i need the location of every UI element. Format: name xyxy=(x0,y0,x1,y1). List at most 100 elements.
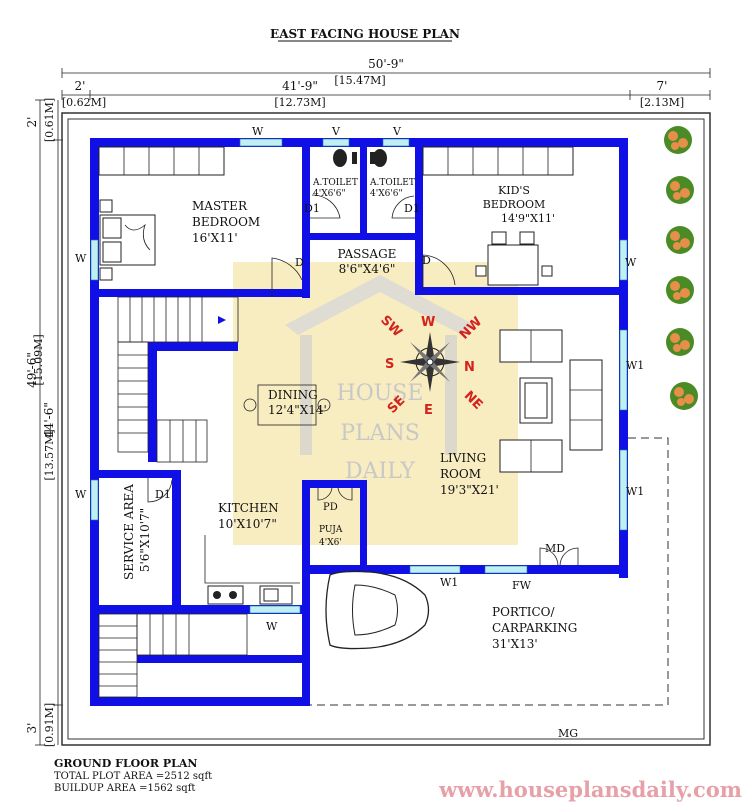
plant-row xyxy=(664,126,698,410)
kids-bedroom-label-2: BEDROOM xyxy=(483,198,546,211)
watermark-line-1: HOUSE xyxy=(337,381,424,406)
watermark-line-2: PLANS xyxy=(340,421,420,446)
compass-rose xyxy=(400,332,460,392)
label-fw: FW xyxy=(512,579,532,592)
built-width-m: [12.73M] xyxy=(274,96,325,109)
right-margin-m: [2.13M] xyxy=(640,96,684,109)
built-depth-m: [13.57M] xyxy=(43,429,56,480)
passage-label: PASSAGE xyxy=(338,247,397,261)
french-window xyxy=(484,565,528,574)
kids-door-swing xyxy=(422,254,456,290)
staircase-upper xyxy=(117,296,239,463)
staircase-lower xyxy=(98,613,248,698)
service-window xyxy=(90,479,99,521)
service-door-swing xyxy=(147,478,173,503)
label-mg: MG xyxy=(558,727,578,740)
label-d-kids: D xyxy=(422,254,431,267)
watermark: HOUSE PLANS DAILY xyxy=(233,262,518,545)
label-v-right: V xyxy=(392,125,402,138)
plot-boundary xyxy=(61,112,711,746)
bottom-margin-ft: 3' xyxy=(25,723,39,734)
compass-w: W xyxy=(421,315,435,330)
service-area-size: 5'6"X10'7" xyxy=(138,508,152,572)
doors xyxy=(147,194,579,567)
living-window-upper xyxy=(619,329,628,411)
master-wardrobe xyxy=(98,146,225,176)
horizontal-dimensions: 50'-9" [15.47M] 2' [0.62M] 41'-9" [12.73… xyxy=(61,57,711,109)
plot-boundary-inner xyxy=(67,118,705,740)
label-w1-lower: W1 xyxy=(626,485,644,498)
living-bottom-window xyxy=(409,565,461,574)
service-area-label: SERVICE AREA xyxy=(122,484,136,580)
right-margin-ft: 7' xyxy=(657,79,668,93)
vertical-dimensions: 49'-6" [15.09M] 2' [0.61M] 44'-6" [13.57… xyxy=(25,98,63,747)
dining-size: 12'4"X14' xyxy=(268,403,327,417)
built-depth-ft: 44'-6" xyxy=(42,402,56,438)
main-door-swing xyxy=(539,547,579,567)
overall-width-m: [15.47M] xyxy=(334,74,385,87)
toilet-right-size: 4'X6'6" xyxy=(370,189,403,199)
master-bedroom-label-1: MASTER xyxy=(192,199,248,213)
portico-label-1: PORTICO/ xyxy=(492,605,556,619)
living-label-1: LIVING xyxy=(440,451,486,465)
watermark-line-3: DAILY xyxy=(345,459,415,484)
puja-door-swing xyxy=(317,487,353,501)
kids-bed xyxy=(475,231,553,286)
dining-table xyxy=(243,384,331,426)
kitchen-label: KITCHEN xyxy=(218,501,279,515)
living-label-2: ROOM xyxy=(440,467,481,481)
compass-e: E xyxy=(424,403,433,418)
label-md: MD xyxy=(545,542,565,555)
windows xyxy=(90,138,628,614)
puja-size: 4'X6' xyxy=(319,538,342,548)
label-w-service: W xyxy=(75,488,87,501)
label-w-master-left: W xyxy=(75,252,87,265)
label-d1-toilet-right: D1 xyxy=(404,202,420,215)
label-d-master: D xyxy=(295,256,304,269)
portico-label-2: CARPARKING xyxy=(492,621,577,635)
left-margin-ft: 2' xyxy=(75,79,86,93)
kids-wardrobe xyxy=(422,146,574,176)
toilet-right-label: A.TOILET xyxy=(369,178,415,188)
master-door-swing xyxy=(271,257,303,297)
toilet-left-ventilator xyxy=(322,138,350,147)
kitchen-bottom-window xyxy=(249,605,301,614)
portico-size: 31'X13' xyxy=(492,637,538,651)
toilet-left-label: A.TOILET xyxy=(312,178,358,188)
toilets-fixtures xyxy=(333,149,387,167)
built-width-ft: 41'-9" xyxy=(282,79,318,93)
label-d1-service: D1 xyxy=(155,488,171,501)
puja-label: PUJA xyxy=(319,525,343,535)
toilet-right-ventilator xyxy=(382,138,410,147)
label-w1-bottom: W1 xyxy=(440,576,458,589)
master-bedroom-size: 16'X11' xyxy=(192,231,238,245)
passage-size: 8'6"X4'6" xyxy=(339,262,396,276)
overall-width-ft: 50'-9" xyxy=(368,57,404,71)
kitchen-counter xyxy=(204,535,300,605)
footer-buildup-area: BUILDUP AREA =1562 sqft xyxy=(54,783,195,794)
portico-outline xyxy=(310,437,669,706)
label-w-kids-right: W xyxy=(625,256,637,269)
label-w-kitchen: W xyxy=(266,620,278,633)
master-top-window xyxy=(239,138,283,147)
living-window-lower xyxy=(619,449,628,531)
kids-bedroom-size: 14'9"X11' xyxy=(501,212,555,225)
label-pd: PD xyxy=(323,502,338,513)
kids-bedroom-label-1: KID'S xyxy=(498,184,530,197)
top-margin-ft: 2' xyxy=(25,117,39,128)
living-size: 19'3"X21' xyxy=(440,483,499,497)
master-bed xyxy=(99,199,156,281)
label-v-left: V xyxy=(331,125,341,138)
label-w-master-top: W xyxy=(252,125,264,138)
bottom-margin-m: [0.91M] xyxy=(43,703,56,747)
kitchen-size: 10'X10'7" xyxy=(218,517,277,531)
compass-n: N xyxy=(464,360,475,375)
label-d1-toilet-left: D1 xyxy=(304,202,320,215)
overall-depth-ft: 49'-6" xyxy=(25,352,39,388)
footer-website: www.houseplansdaily.com xyxy=(438,777,742,802)
dining-label: DINING xyxy=(268,388,318,402)
car xyxy=(325,570,430,650)
label-w1-upper: W1 xyxy=(626,359,644,372)
plan-title: EAST FACING HOUSE PLAN xyxy=(270,27,460,41)
